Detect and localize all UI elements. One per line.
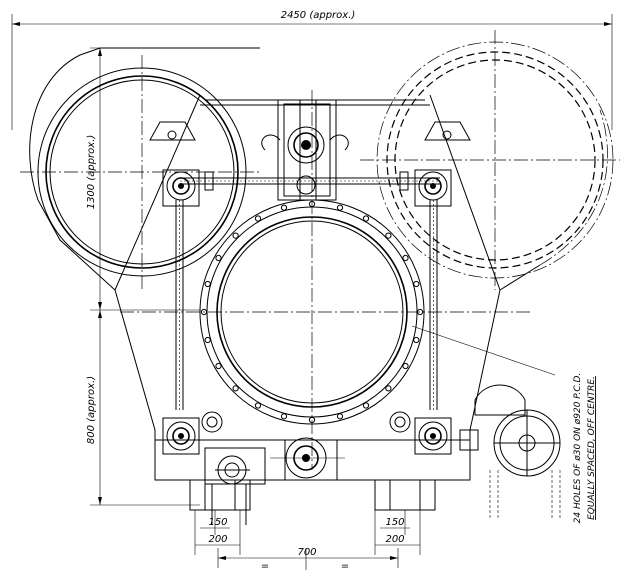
bottom-dimensions: 150 200 150 200 700 = = xyxy=(194,510,421,572)
overall-width-dimension: 2450 (approx.) xyxy=(11,10,613,130)
sheave-bottom-left xyxy=(162,411,223,455)
left-vertical-tie-rod xyxy=(175,200,184,410)
bolt-hole xyxy=(204,280,211,288)
right-150-label: 150 xyxy=(385,517,404,528)
main-bore xyxy=(120,90,530,470)
bolt-hole xyxy=(416,308,424,316)
bolt-hole-note: 24 HOLES OF ø30 ON ø920 P.C.D. EQUALLY S… xyxy=(411,325,597,524)
overall-width-label: 2450 (approx.) xyxy=(281,10,356,21)
left-200-label: 200 xyxy=(208,534,227,545)
casing-outline xyxy=(29,47,608,481)
bolt-hole xyxy=(280,204,288,211)
bolt-hole xyxy=(385,385,392,392)
bolt-hole xyxy=(402,362,409,370)
bolt-hole xyxy=(215,254,222,262)
sheave-bottom-right xyxy=(389,411,452,455)
top-tower xyxy=(261,99,349,201)
bolt-hole xyxy=(215,362,222,370)
bolt-hole xyxy=(204,336,211,344)
right-vertical-tie-rod xyxy=(429,200,438,410)
sheave-bottom-center xyxy=(270,437,345,481)
center-700-label: 700 xyxy=(297,547,316,558)
equal-mark-left: = xyxy=(261,561,269,572)
bolt-hole xyxy=(336,413,344,420)
note-line-1: 24 HOLES OF ø30 ON ø920 P.C.D. xyxy=(573,373,583,524)
right-foot xyxy=(374,479,436,511)
bolt-hole xyxy=(280,413,288,420)
bolt-hole xyxy=(232,385,239,392)
note-line-2: EQUALLY SPACED, OFF CENTRE. xyxy=(587,376,597,520)
bolt-hole xyxy=(413,336,420,344)
left-gear-circle xyxy=(20,55,260,290)
bolt-hole xyxy=(362,215,370,222)
left-vertical-dimensions: 1300 (approx.) 800 (approx.) xyxy=(86,47,250,506)
bolt-hole xyxy=(413,280,420,288)
right-200-label: 200 xyxy=(385,534,404,545)
sheave-top-right xyxy=(414,169,452,207)
bolt-hole-ring xyxy=(200,200,424,424)
bolt-hole xyxy=(308,416,316,424)
lower-height-label: 800 (approx.) xyxy=(86,376,97,444)
left-foot xyxy=(189,479,251,511)
bolt-hole xyxy=(254,402,262,409)
upper-tie-rod xyxy=(180,171,440,191)
bolt-hole xyxy=(402,254,409,262)
upper-right-lug xyxy=(424,121,471,141)
right-gearbox xyxy=(459,384,561,520)
bolt-hole xyxy=(200,308,208,316)
left-150-label: 150 xyxy=(208,517,227,528)
bolt-hole xyxy=(232,232,239,239)
bolt-hole xyxy=(254,215,262,222)
equal-mark-right: = xyxy=(341,561,349,572)
bolt-hole xyxy=(308,200,316,208)
bolt-hole xyxy=(385,232,392,239)
right-gear-circle xyxy=(360,30,620,290)
bolt-hole xyxy=(362,402,370,409)
upper-left-lug xyxy=(149,121,196,141)
sheave-top-left xyxy=(162,169,200,207)
bolt-hole xyxy=(336,204,344,211)
